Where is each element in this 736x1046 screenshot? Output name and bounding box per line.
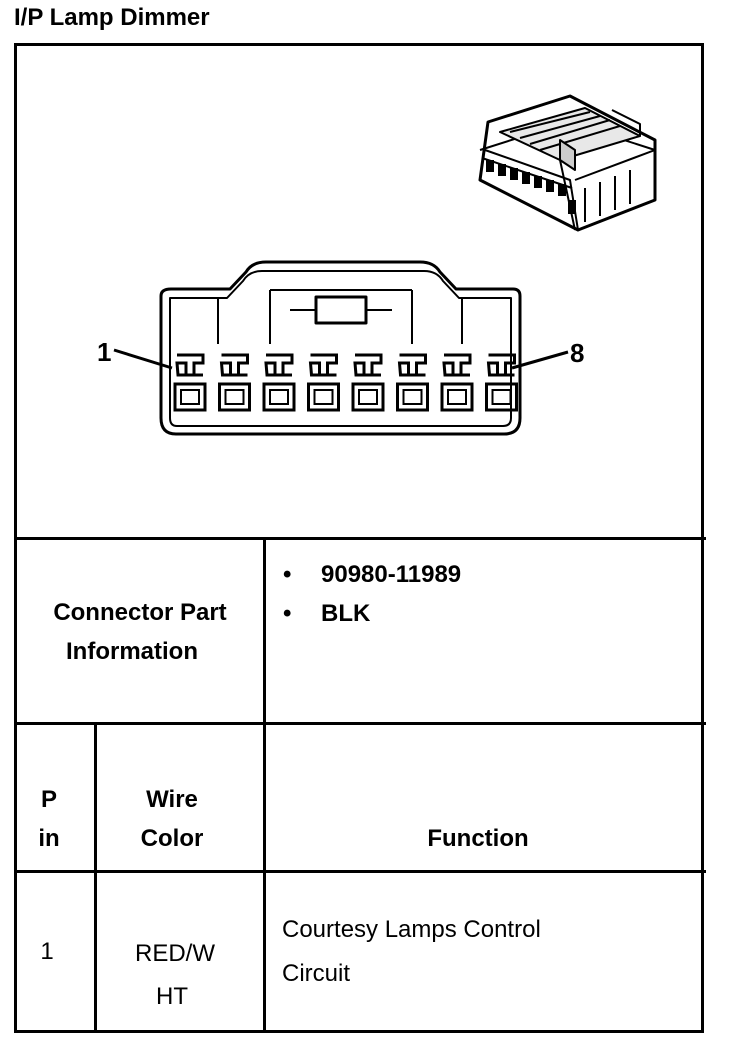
row-function-line2: Circuit xyxy=(282,960,351,987)
divider-part-info xyxy=(14,722,706,725)
connector-pin xyxy=(351,353,385,412)
connector-pin xyxy=(173,353,207,412)
row-function: Courtesy Lamps Control Circuit xyxy=(282,908,692,996)
header-function: Function xyxy=(427,825,529,852)
divider-col-function xyxy=(263,537,266,1033)
row-wire-line1: RED/W xyxy=(135,940,215,967)
connector-3d-illustration xyxy=(478,94,657,232)
header-pin-line1: P xyxy=(40,786,57,813)
part-info-label-line1: Connector Part xyxy=(53,599,227,626)
header-wire-line1: Wire xyxy=(146,786,198,813)
connector-face xyxy=(159,260,522,436)
connector-pin xyxy=(307,353,340,412)
row-pin-value: 1 xyxy=(40,938,54,965)
connector-pin xyxy=(262,353,296,412)
part-info-list: • 90980-11989 • BLK xyxy=(283,555,461,633)
part-info-label-line2: Information xyxy=(66,638,198,665)
part-number-item: • 90980-11989 xyxy=(283,555,461,594)
part-color-item: • BLK xyxy=(283,594,461,633)
part-color-value: BLK xyxy=(321,600,371,627)
connector-pin xyxy=(485,353,518,412)
connector-pin xyxy=(396,353,429,412)
header-wire-line2: Color xyxy=(140,825,204,852)
pin-1-label: 1 xyxy=(97,337,111,367)
bullet-icon: • xyxy=(283,600,292,627)
part-number-value: 90980-11989 xyxy=(321,561,462,588)
row-function-line1: Courtesy Lamps Control xyxy=(282,916,541,943)
divider-col-pin xyxy=(94,722,97,1033)
header-pin-line2: in xyxy=(38,825,60,852)
connector-pin xyxy=(218,353,251,412)
connector-pins xyxy=(173,353,518,412)
divider-diagram xyxy=(14,537,706,540)
page-title: I/P Lamp Dimmer xyxy=(14,4,210,31)
bullet-icon: • xyxy=(283,561,292,588)
connector-diagram: 1 8 xyxy=(97,94,657,436)
row-wire-line2: HT xyxy=(156,983,188,1010)
connector-pin xyxy=(440,353,474,412)
pin-8-label: 8 xyxy=(570,338,584,368)
pin-8-leader xyxy=(511,350,569,370)
divider-header xyxy=(14,870,706,873)
pin-1-leader xyxy=(113,348,173,370)
